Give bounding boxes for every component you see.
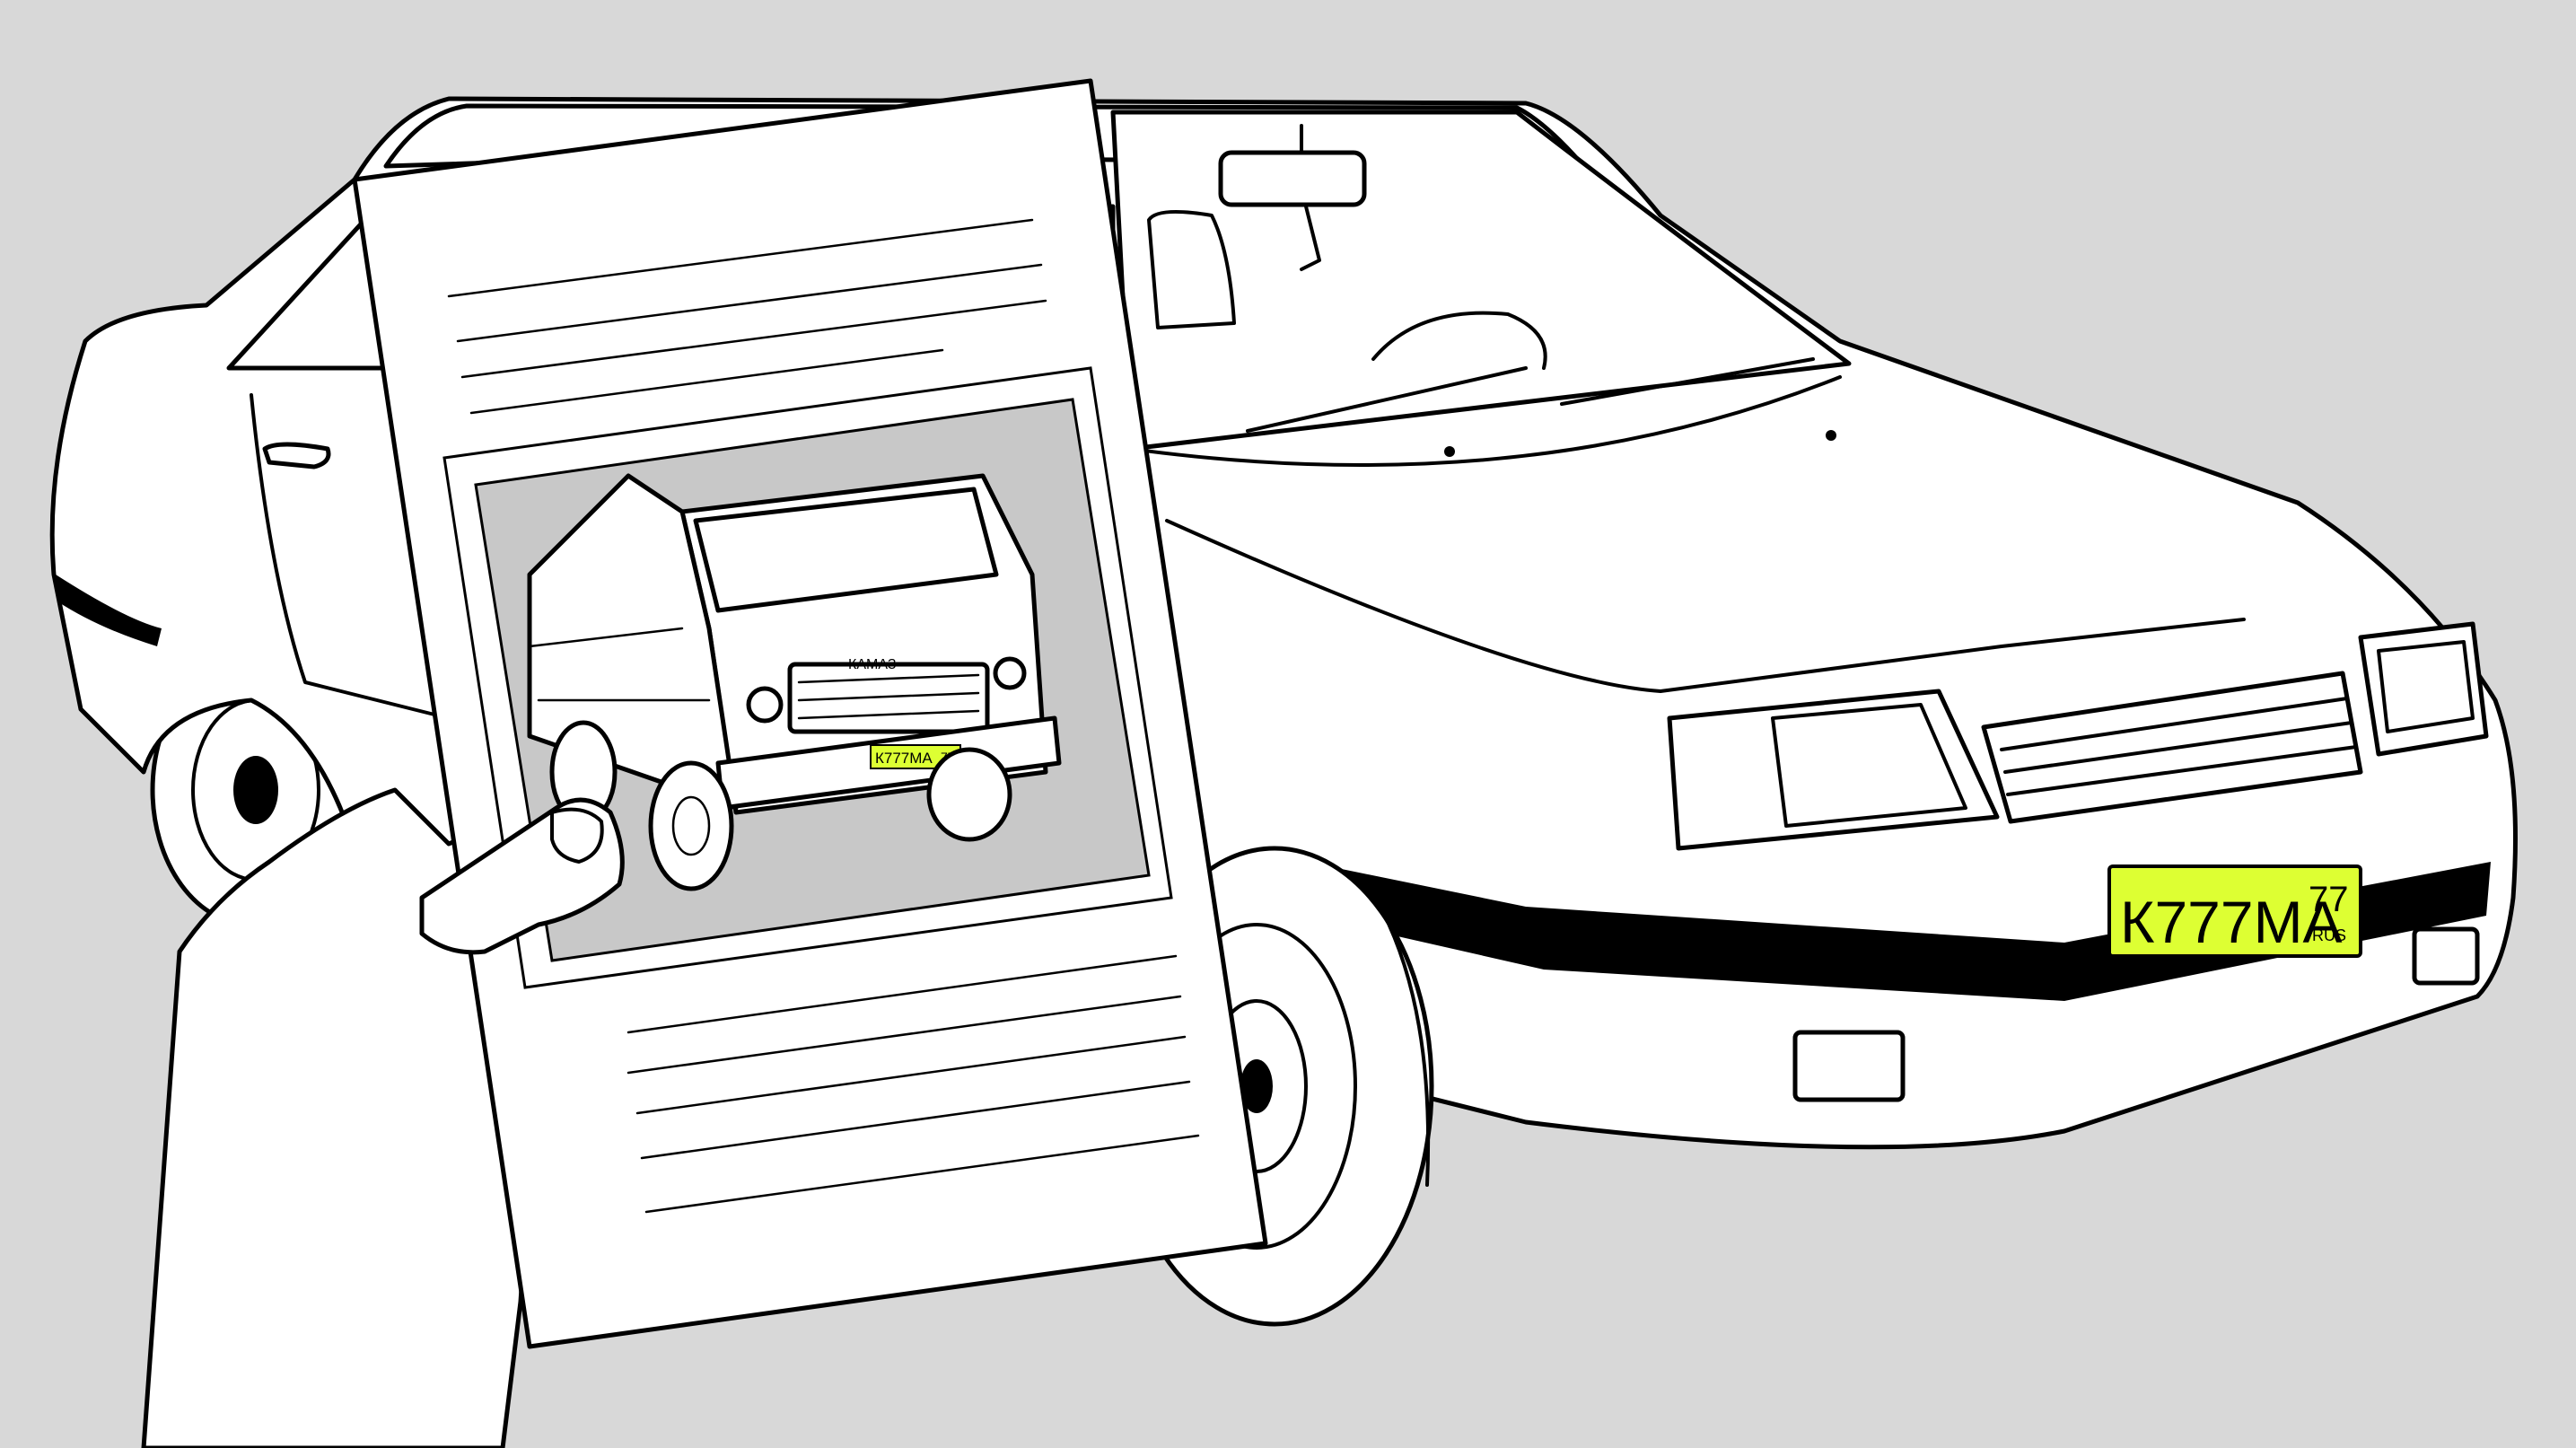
text-line bbox=[640, 1080, 1191, 1160]
truck-photo: КАМАЗ К777МА 77 bbox=[442, 366, 1173, 989]
truck-headlight-left bbox=[746, 686, 784, 724]
front-bumper-stripe bbox=[1328, 862, 2491, 1001]
text-line bbox=[460, 299, 1047, 379]
car-plate-region: 77 bbox=[2309, 880, 2349, 919]
hood-front-edge bbox=[1165, 519, 2246, 693]
fog-light-left bbox=[1792, 1030, 1906, 1102]
truck-headlight-right bbox=[993, 656, 1027, 690]
truck-plate-number: К777МА bbox=[875, 750, 933, 767]
steering-wheel bbox=[1371, 311, 1547, 370]
wiper-left bbox=[1246, 366, 1528, 433]
fog-light-right bbox=[2412, 926, 2480, 986]
wiper-right bbox=[1560, 357, 1815, 406]
text-line bbox=[626, 954, 1178, 1034]
front-grille bbox=[1981, 671, 2363, 824]
text-line bbox=[644, 1134, 1200, 1214]
text-line bbox=[626, 995, 1182, 1075]
text-line bbox=[447, 218, 1034, 298]
door-seam bbox=[250, 393, 1079, 810]
truck-grille bbox=[787, 662, 990, 734]
side-stripe bbox=[56, 575, 162, 646]
car-plate-number: К777МА bbox=[2120, 889, 2343, 955]
thumbnail bbox=[550, 807, 604, 864]
text-line bbox=[635, 1035, 1187, 1115]
car-plate-country: RUS bbox=[2312, 926, 2346, 944]
headlight-left bbox=[1667, 689, 2000, 851]
truck-rear-wheel bbox=[926, 747, 1012, 842]
truck-windshield bbox=[693, 487, 999, 613]
car-license-plate: К777МА 77 RUS bbox=[2107, 864, 2362, 958]
text-line bbox=[469, 348, 944, 415]
thumb bbox=[419, 797, 625, 955]
headlight-right bbox=[2358, 621, 2489, 757]
truck-front-wheel bbox=[648, 760, 734, 891]
hood-line bbox=[1129, 375, 1842, 467]
truck-badge: КАМАЗ bbox=[848, 657, 896, 672]
door-handle bbox=[262, 442, 331, 470]
seat-headrest bbox=[1147, 210, 1236, 329]
text-line bbox=[456, 263, 1043, 343]
document-sheet: КАМАЗ К777МА 77 bbox=[352, 78, 1268, 1349]
rearview-mirror bbox=[1218, 124, 1367, 271]
